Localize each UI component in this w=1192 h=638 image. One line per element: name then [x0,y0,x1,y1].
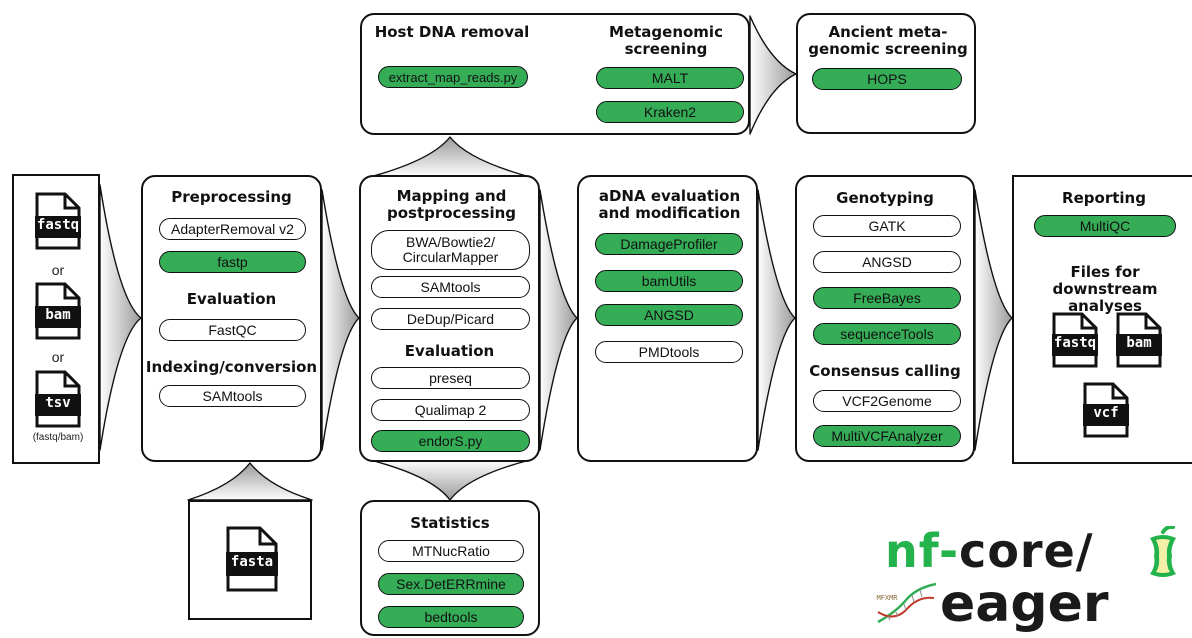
tool-dedup-picard: DeDup/Picard [371,308,530,330]
tool-bedtools: bedtools [378,606,524,628]
host-metagenomic-box: Host DNA removal extract_map_reads.py Me… [360,13,750,135]
arrow-adna-to-genotyping [757,189,796,451]
bam-file-icon [35,282,81,340]
arrow-fasta-up [187,462,313,501]
host-removal-title: Host DNA removal [374,23,530,41]
tsv-file-icon [35,370,81,428]
genotyping-title: Genotyping [836,189,934,207]
eager-logo-text: eager [940,574,1109,634]
tsv-file-label: tsv [45,395,71,411]
vcf-file-label: vcf [1093,405,1119,421]
fasta-file-icon [226,526,278,592]
arrow-metagenomic-to-ancient [749,15,797,135]
tool-vcf2genome: VCF2Genome [813,390,961,412]
indexing-title: Indexing/conversion [145,358,318,376]
tool-malt: MALT [596,67,744,89]
evaluation-title: Evaluation [404,342,495,360]
metagenomic-title: Metagenomic screening [609,23,723,58]
tool-samtools: SAMtools [159,385,306,407]
tool-fastp: fastp [159,251,306,273]
tool-hops: HOPS [812,68,962,90]
tool-preseq: preseq [371,367,530,389]
tool-bwa-bowtie2: BWA/Bowtie2/ CircularMapper [371,230,530,270]
ancient-meta-title: Ancient meta-genomic screening [808,23,968,58]
adna-title: aDNA evaluation and modification [598,187,741,222]
reporting-box: Reporting MultiQC Files for downstream a… [1012,175,1192,464]
preprocessing-title: Preprocessing [171,188,292,206]
tool-bamutils: bamUtils [595,270,743,292]
tool-kraken2: Kraken2 [596,101,744,123]
statistics-box: Statistics MTNucRatio Sex.DetERRmine bed… [360,500,540,636]
preprocessing-box: Preprocessing AdapterRemoval v2 fastp Ev… [141,175,322,462]
reporting-title: Reporting [1062,189,1146,207]
logo-core: core/ [959,524,1094,578]
evaluation-title: Evaluation [186,290,277,308]
apple-icon [1150,526,1176,577]
tool-mtnucratio: MTNucRatio [378,540,524,562]
tool-angsd: ANGSD [813,251,961,273]
arrow-mapping-to-adna [539,189,578,451]
tool-pmdtools: PMDtools [595,341,743,363]
tool-damageprofiler: DamageProfiler [595,233,743,255]
dna-helix-icon [877,582,937,624]
mapping-box: Mapping and postprocessing BWA/Bowtie2/ … [359,175,540,462]
fastq-file-label: fastq [36,217,80,233]
tool-multivcfanalyzer: MultiVCFAnalyzer [813,425,961,447]
fastq-file-label: fastq [1053,335,1097,351]
bam-file-icon [1116,312,1162,368]
tool-samtools: SAMtools [371,276,530,298]
fasta-file-label: fasta [230,554,274,570]
fastq-file-icon [1052,312,1098,368]
bam-file-label: bam [45,307,71,323]
tool-qualimap: Qualimap 2 [371,399,530,421]
ancient-metagenomic-box: Ancient meta-genomic screening HOPS [796,13,976,134]
tool-adapterremoval: AdapterRemoval v2 [159,218,306,240]
arrow-mapping-down [369,459,531,501]
genotyping-box: Genotyping GATK ANGSD FreeBayes sequence… [795,175,975,462]
consensus-title: Consensus calling [809,362,961,380]
vcf-file-icon [1083,382,1129,438]
adna-box: aDNA evaluation and modification DamageP… [577,175,758,462]
logo-nf: nf [885,524,939,578]
tool-freebayes: FreeBayes [813,287,961,309]
tool-sequencetools: sequenceTools [813,323,961,345]
logo-dash: - [938,524,960,578]
tool-sex-determine: Sex.DetERRmine [378,573,524,595]
tool-extract-map-reads: extract_map_reads.py [378,66,528,88]
arrow-input-to-preprocessing [99,184,142,451]
tool-multiqc: MultiQC [1034,215,1176,237]
files-title: Files for downstream analyses [1052,263,1158,315]
logo-tag: MFXMR [876,594,898,602]
nf-core-logo-text: nf-core/ [885,526,1094,576]
fastq-file-icon [35,192,81,250]
tool-gatk: GATK [813,215,961,237]
arrow-preprocessing-to-mapping [321,189,360,451]
tool-endorspy: endorS.py [371,430,530,452]
or-label: or [51,349,65,365]
bam-file-label: bam [1126,335,1152,351]
mapping-title: Mapping and postprocessing [386,187,517,222]
tool-fastqc: FastQC [159,319,306,341]
tool-angsd: ANGSD [595,304,743,326]
or-label: or [51,262,65,278]
arrow-mapping-up [369,136,531,178]
arrow-genotyping-to-reporting [974,189,1013,451]
reference-box: fasta [188,500,312,620]
input-box: fastq or bam or tsv (fastq/bam) [12,174,100,464]
statistics-title: Statistics [410,514,490,532]
tsv-note: (fastq/bam) [32,432,84,443]
